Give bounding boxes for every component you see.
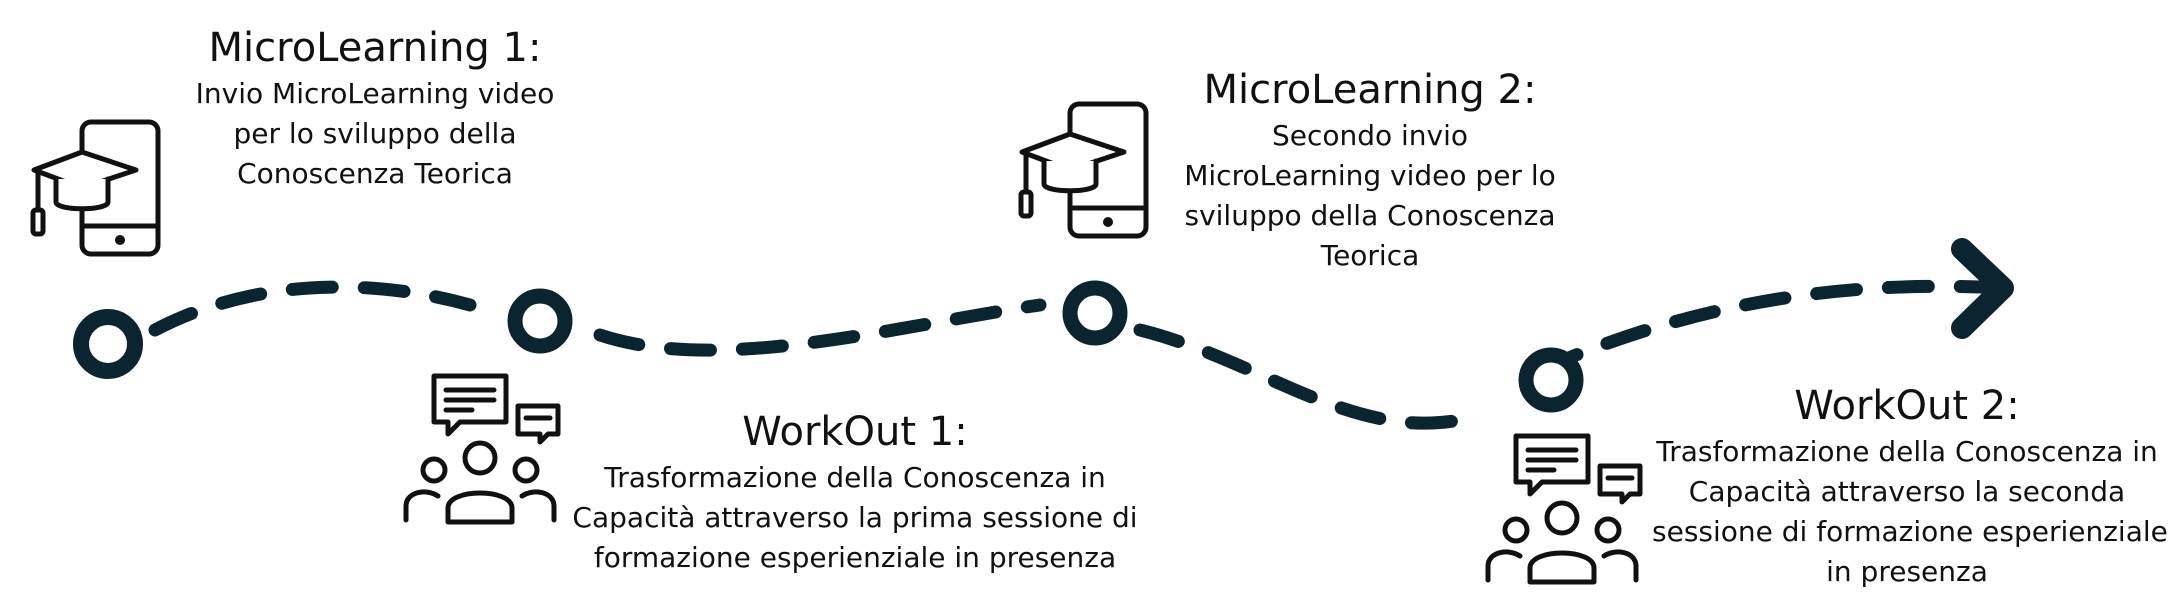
description-line: sviluppo della Conoscenza [1184,199,1556,232]
description-line: Trasformazione della Conoscenza in [604,461,1106,494]
step-workout-1: WorkOut 1: Trasformazione della Conoscen… [565,406,1145,578]
step-description: Trasformazione della Conoscenza in Capac… [1652,432,2168,592]
step-description: Secondo invio MicroLearning video per lo… [1170,116,1570,276]
group-discussion-icon [403,373,561,525]
description-line: Capacità attraverso la seconda [1688,475,2126,508]
description-line: Invio MicroLearning video [195,77,555,110]
description-line: MicroLearning video per lo [1184,159,1556,192]
description-line: Secondo invio [1271,119,1469,152]
step-title: MicroLearning 2: [1203,67,1537,113]
step-title: MicroLearning 1: [208,25,542,71]
description-line: Teorica [1320,239,1420,272]
dashed-path [148,279,2007,430]
step-description: Invio MicroLearning video per lo svilupp… [175,74,575,194]
description-line: formazione esperienziale in presenza [593,541,1117,574]
description-line: Conoscenza Teorica [237,157,513,190]
description-line: Capacità attraverso la prima sessione di [572,501,1138,534]
description-line: per lo sviluppo della [233,117,517,150]
milestone-node-4 [1518,347,1584,413]
milestone-node-2 [507,288,573,354]
graduation-cap-phone-icon [30,119,161,257]
step-title: WorkOut 1: [742,409,968,455]
step-workout-2: WorkOut 2: Trasformazione della Conoscen… [1652,380,2168,592]
step-description: Trasformazione della Conoscenza in Capac… [565,458,1145,578]
description-line: Trasformazione della Conoscenza in [1656,435,2158,468]
group-discussion-icon [1485,433,1643,585]
step-microlearning-2: MicroLearning 2: Secondo invio MicroLear… [1170,64,1570,276]
description-line: in presenza [1826,555,1988,588]
step-microlearning-1: MicroLearning 1: Invio MicroLearning vid… [175,22,575,194]
milestone-node-3 [1062,280,1128,346]
arrow-head-icon [1951,238,2014,339]
milestone-node-1 [73,309,143,379]
description-line: sessione di formazione esperienziale [1652,515,2168,548]
graduation-cap-phone-icon [1018,101,1149,239]
step-title: WorkOut 2: [1794,383,2020,429]
